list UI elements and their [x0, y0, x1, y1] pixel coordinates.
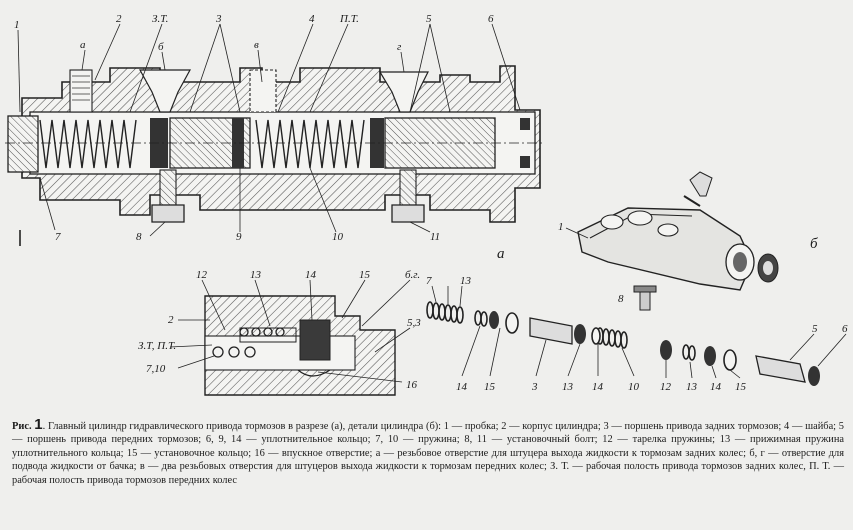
label-zt: З.Т. [152, 13, 168, 25]
main-section-view: 1 2 З.Т. 3 4 П.Т. 5 6 а б в г 7 8 9 10 1… [5, 13, 545, 262]
label-5: 5 [426, 13, 432, 25]
label-3: 3 [215, 13, 222, 25]
spring-7 [39, 119, 137, 169]
exploded-parts: 7 13 14 15 3 13 14 10 12 13 14 15 5 6 [426, 275, 848, 393]
label-11: 11 [430, 231, 440, 243]
label-ztpt: З.Т, П.Т. [138, 340, 176, 352]
label-pt: П.Т. [339, 13, 359, 25]
label-53: 5,3 [407, 317, 421, 329]
label-15: 15 [359, 269, 371, 281]
label-8: 8 [136, 231, 142, 243]
body-label-8: 8 [618, 293, 624, 305]
label-v: в [254, 39, 259, 51]
body-label-b: б [810, 236, 818, 252]
technical-drawing: 1 2 З.Т. 3 4 П.Т. 5 6 а б в г 7 8 9 10 1… [5, 13, 848, 396]
label-a: а [80, 39, 86, 51]
label-16: 16 [406, 379, 418, 391]
exp-label-14a: 14 [456, 381, 468, 393]
set-bolt-11 [391, 169, 425, 223]
exp-label-13b: 13 [562, 381, 574, 393]
label-710: 7,10 [146, 363, 166, 375]
caption-number: 1 [34, 416, 43, 433]
body-label-1: 1 [558, 221, 564, 233]
plug [7, 115, 39, 173]
figure-caption: Рис. 1. Главный цилиндр гидравлического … [12, 416, 844, 487]
caption-prefix: Рис. [12, 421, 32, 432]
label-bg: б.г. [405, 269, 420, 281]
label-14: 14 [305, 269, 317, 281]
label-2-detail: 2 [168, 314, 174, 326]
label-g: г [397, 41, 402, 53]
exp-label-14c: 14 [710, 381, 722, 393]
label-13: 13 [250, 269, 262, 281]
label-b: б [158, 41, 164, 53]
label-12: 12 [196, 269, 208, 281]
label-10: 10 [332, 231, 344, 243]
label-2: 2 [116, 13, 122, 25]
label-6: 6 [488, 13, 494, 25]
label-1: 1 [14, 19, 20, 31]
label-9: 9 [236, 231, 242, 243]
label-4: 4 [309, 13, 315, 25]
leader-lines [17, 23, 521, 237]
body-view: 1 8 б [558, 171, 818, 311]
exp-label-6: 6 [842, 323, 848, 335]
inlet-port-b [138, 69, 192, 113]
exp-label-14b: 14 [592, 381, 604, 393]
exp-label-15b: 15 [735, 381, 747, 393]
exp-label-15a: 15 [484, 381, 496, 393]
exp-label-3: 3 [531, 381, 538, 393]
exp-label-12: 12 [660, 381, 672, 393]
outlet-port-a [69, 69, 93, 113]
outlet-port-v [249, 69, 277, 113]
exp-label-13a: 13 [460, 275, 472, 287]
exp-label-7: 7 [426, 275, 432, 287]
exp-label-5: 5 [812, 323, 818, 335]
exp-label-10: 10 [628, 381, 640, 393]
detail-view: 12 13 14 15 б.г. 5,3 16 2 З.Т, П.Т. 7,10 [138, 269, 421, 396]
set-bolt-8 [151, 169, 185, 223]
exp-label-13c: 13 [686, 381, 698, 393]
subfig-a-label: а [497, 246, 505, 262]
label-7: 7 [55, 231, 61, 243]
caption-text: . Главный цилиндр гидравлического привод… [12, 421, 844, 486]
